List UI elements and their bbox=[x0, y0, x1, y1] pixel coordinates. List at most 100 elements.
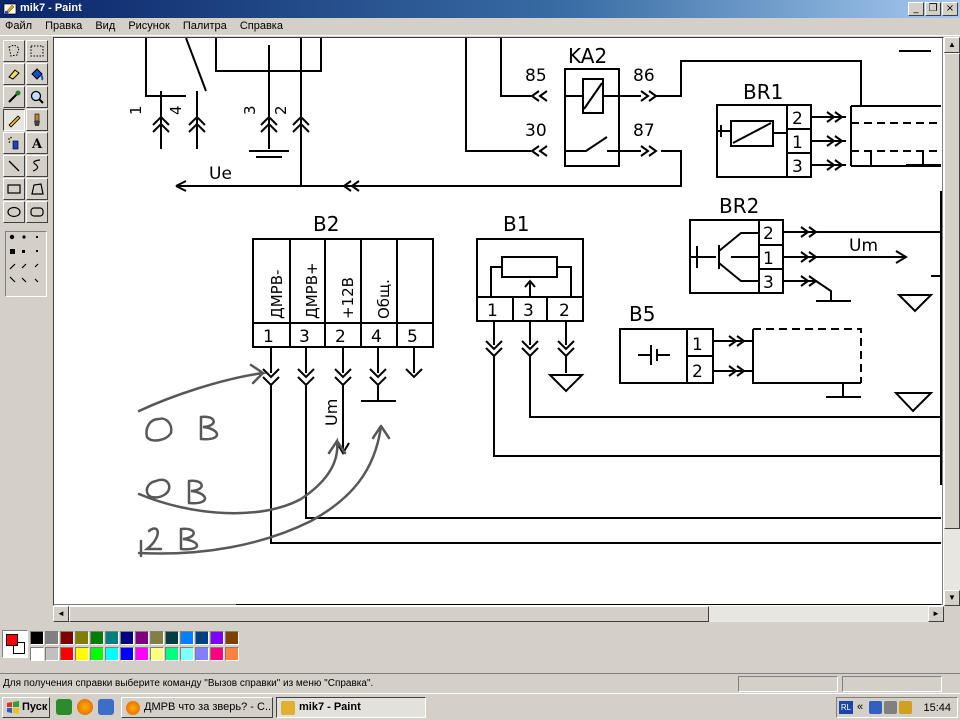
quicklaunch-firefox-icon[interactable] bbox=[77, 699, 93, 715]
quicklaunch-ie-icon[interactable] bbox=[98, 699, 114, 715]
palette-swatch[interactable] bbox=[105, 631, 119, 645]
paint-app-icon bbox=[3, 3, 17, 15]
tool-ellipse[interactable] bbox=[3, 201, 25, 223]
vertical-scrollbar[interactable]: ▲ ▼ bbox=[944, 37, 960, 606]
br2-pin-3: 3 bbox=[763, 273, 774, 293]
palette-swatch[interactable] bbox=[60, 647, 74, 661]
menu-file[interactable]: Файл bbox=[5, 20, 33, 32]
tool-polygon[interactable] bbox=[26, 178, 48, 200]
minimize-button[interactable]: _ bbox=[908, 2, 924, 16]
tool-free-select[interactable] bbox=[3, 40, 25, 62]
tool-text[interactable]: A bbox=[26, 132, 48, 154]
palette-swatch[interactable] bbox=[90, 647, 104, 661]
tool-rounded-rect[interactable] bbox=[26, 201, 48, 223]
airbrush-icon bbox=[8, 136, 19, 150]
tool-brush[interactable] bbox=[26, 109, 48, 131]
palette-swatch[interactable] bbox=[60, 631, 74, 645]
foreground-color[interactable] bbox=[6, 634, 18, 646]
title-bar[interactable]: mik7 - Paint _ ❐ × bbox=[0, 0, 960, 18]
tool-eraser[interactable] bbox=[3, 63, 25, 85]
status-pane-coords bbox=[738, 676, 838, 692]
tool-rect-select[interactable] bbox=[26, 40, 48, 62]
fill-icon bbox=[31, 68, 44, 81]
tool-line[interactable] bbox=[3, 155, 25, 177]
tool-rectangle[interactable] bbox=[3, 178, 25, 200]
palette-swatch[interactable] bbox=[165, 631, 179, 645]
tray-expand-chevron[interactable]: « bbox=[857, 701, 864, 713]
start-button[interactable]: Пуск bbox=[2, 697, 50, 718]
palette-swatch[interactable] bbox=[225, 647, 239, 661]
tool-options[interactable] bbox=[5, 231, 47, 297]
palette-swatch[interactable] bbox=[150, 647, 164, 661]
palette-swatch[interactable] bbox=[30, 631, 44, 645]
palette-swatch[interactable] bbox=[210, 647, 224, 661]
quicklaunch-utorrent-icon[interactable] bbox=[56, 699, 72, 715]
horizontal-scroll-thumb[interactable] bbox=[69, 606, 709, 622]
horizontal-scrollbar[interactable]: ◄ ► bbox=[53, 606, 944, 622]
menu-colors[interactable]: Палитра bbox=[182, 20, 227, 32]
b2-pin-5: 5 bbox=[407, 327, 418, 347]
b2-label: B2 bbox=[313, 212, 339, 236]
task-paint[interactable]: mik7 - Paint bbox=[276, 697, 426, 718]
tool-fill[interactable] bbox=[26, 63, 48, 85]
canvas-area[interactable]: KA2 BR1 BR2 B2 B1 B5 Ue 85 86 30 87 2 1 … bbox=[53, 37, 944, 606]
palette-swatch[interactable] bbox=[45, 647, 59, 661]
palette-swatch[interactable] bbox=[180, 647, 194, 661]
paint-icon bbox=[281, 701, 295, 715]
magnifier-icon bbox=[30, 90, 44, 104]
palette-swatch[interactable] bbox=[195, 631, 209, 645]
network-icon[interactable] bbox=[869, 701, 882, 714]
task-firefox[interactable]: ДМРВ что за зверь? - С... bbox=[121, 697, 273, 718]
scroll-up-button[interactable]: ▲ bbox=[944, 37, 960, 53]
menu-view[interactable]: Вид bbox=[95, 20, 116, 32]
b2-col-dmrv-minus: ДМРВ- bbox=[268, 270, 286, 319]
tool-airbrush[interactable] bbox=[3, 132, 25, 154]
volume-icon[interactable] bbox=[884, 701, 897, 714]
scroll-right-button[interactable]: ► bbox=[928, 606, 944, 622]
restore-button[interactable]: ❐ bbox=[925, 2, 941, 16]
scroll-left-button[interactable]: ◄ bbox=[53, 606, 69, 622]
palette-swatch[interactable] bbox=[45, 631, 59, 645]
b5-pin-1: 1 bbox=[692, 335, 703, 355]
b1-label: B1 bbox=[503, 212, 529, 236]
palette-swatch[interactable] bbox=[180, 631, 194, 645]
palette-swatch[interactable] bbox=[105, 647, 119, 661]
tool-pencil[interactable] bbox=[3, 109, 25, 131]
tool-color-picker[interactable] bbox=[3, 86, 25, 108]
language-indicator[interactable]: RL bbox=[839, 701, 853, 714]
tray-app-icon[interactable] bbox=[899, 701, 912, 714]
close-button[interactable]: × bbox=[942, 2, 958, 16]
palette-swatch[interactable] bbox=[75, 647, 89, 661]
ka2-label: KA2 bbox=[568, 44, 607, 68]
palette-swatch[interactable] bbox=[30, 647, 44, 661]
palette-swatch[interactable] bbox=[135, 631, 149, 645]
palette-swatch[interactable] bbox=[120, 631, 134, 645]
vertical-scroll-thumb[interactable] bbox=[944, 53, 960, 529]
palette-swatch[interactable] bbox=[210, 631, 224, 645]
ue-label: Ue bbox=[209, 164, 232, 184]
palette-swatch[interactable] bbox=[195, 647, 209, 661]
palette-swatch[interactable] bbox=[75, 631, 89, 645]
ellipse-icon bbox=[7, 206, 21, 218]
palette-swatch[interactable] bbox=[90, 631, 104, 645]
text-icon: A bbox=[31, 137, 43, 151]
rect-select-icon bbox=[30, 45, 44, 57]
current-colors[interactable] bbox=[2, 630, 28, 658]
menu-image[interactable]: Рисунок bbox=[128, 20, 170, 32]
um-label: Um bbox=[322, 399, 341, 426]
palette-swatch[interactable] bbox=[120, 647, 134, 661]
polygon-icon bbox=[31, 183, 44, 195]
palette-swatch[interactable] bbox=[225, 631, 239, 645]
menu-edit[interactable]: Правка bbox=[45, 20, 83, 32]
top-pin-1: 1 bbox=[127, 105, 145, 115]
palette-swatch[interactable] bbox=[135, 647, 149, 661]
tool-magnifier[interactable] bbox=[26, 86, 48, 108]
br1-pin-2: 2 bbox=[792, 109, 803, 129]
palette-swatch[interactable] bbox=[165, 647, 179, 661]
tool-curve[interactable] bbox=[26, 155, 48, 177]
status-bar: Для получения справки выберите команду "… bbox=[0, 673, 960, 693]
scroll-down-button[interactable]: ▼ bbox=[944, 590, 960, 606]
menu-help[interactable]: Справка bbox=[239, 20, 283, 32]
drawing-canvas[interactable]: KA2 BR1 BR2 B2 B1 B5 Ue 85 86 30 87 2 1 … bbox=[54, 38, 943, 605]
palette-swatch[interactable] bbox=[150, 631, 164, 645]
